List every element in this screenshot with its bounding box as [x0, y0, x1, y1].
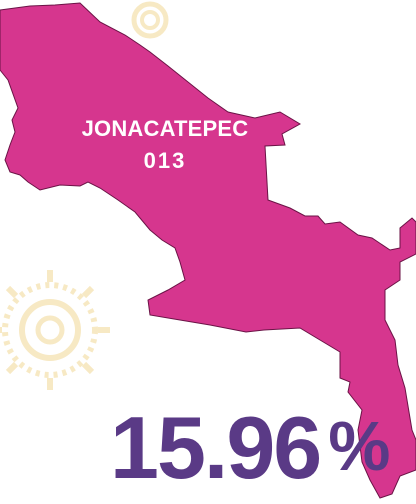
- percentage-value: 15.96: [110, 398, 322, 497]
- municipality-code: 013: [143, 148, 187, 173]
- sun-motif-icon: [131, 1, 169, 39]
- percentage-unit: %: [328, 407, 391, 485]
- percentage-readout: 15.96%: [110, 404, 390, 504]
- sun-motif-icon: [0, 270, 110, 390]
- municipality-name: JONACATEPEC: [81, 116, 249, 141]
